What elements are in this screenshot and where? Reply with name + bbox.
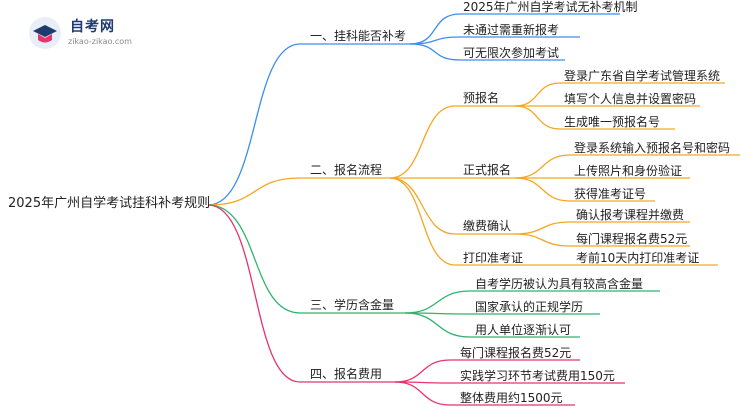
branch-4-label: 四、报名费用: [310, 367, 383, 381]
group-payment-label: 缴费确认: [463, 219, 512, 233]
branch-3-label: 三、学历含金量: [310, 298, 395, 312]
group-preregister-leaf-2: 填写个人信息并设置密码: [564, 92, 697, 106]
branch-3-leaf-1: 自考学历被认为具有较高含金量: [475, 277, 644, 291]
branch-1-leaf-3: 可无限次参加考试: [463, 46, 560, 60]
branch-3-leaf-3: 用人单位逐渐认可: [475, 323, 572, 337]
group-register-leaf-3: 获得准考证号: [574, 187, 647, 201]
root-node: 2025年广州自学考试挂科补考规则: [8, 196, 211, 211]
group-preregister-leaf-1: 登录广东省自学考试管理系统: [564, 69, 721, 83]
group-preregister-label: 预报名: [463, 91, 500, 105]
branch-1-leaf-1: 2025年广州自学考试无补考机制: [463, 0, 638, 14]
branch-4-leaf-1: 每门课程报名费52元: [460, 346, 572, 360]
group-register-leaf-2: 上传照片和身份验证: [574, 164, 683, 178]
branch-4-leaf-3: 整体费用约1500元: [460, 391, 563, 405]
group-print-label: 打印准考证: [463, 251, 524, 265]
logo-name: 自考网: [70, 19, 115, 35]
group-payment-leaf-2: 每门课程报名费52元: [576, 232, 688, 246]
branch-1-label: 一、挂科能否补考: [310, 29, 407, 43]
group-payment-leaf-1: 确认报考课程并缴费: [576, 208, 685, 222]
logo-url: zikao-zikao.com: [68, 37, 132, 46]
group-register-label: 正式报名: [463, 163, 512, 177]
group-register-leaf-1: 登录系统输入预报名号和密码: [574, 141, 731, 155]
branch-1-leaf-2: 未通过需重新报考: [463, 23, 560, 37]
branch-3-leaf-2: 国家承认的正规学历: [475, 300, 584, 314]
group-preregister-leaf-3: 生成唯一预报名号: [564, 115, 661, 129]
branch-2-label: 二、报名流程: [310, 163, 383, 177]
graduation-cap-icon: [29, 17, 61, 49]
branch-4-leaf-2: 实践学习环节考试费用150元: [460, 369, 615, 383]
group-print-leaf-1: 考前10天内打印准考证: [576, 251, 700, 265]
site-logo: 自考网 zikao-zikao.com: [28, 14, 148, 54]
